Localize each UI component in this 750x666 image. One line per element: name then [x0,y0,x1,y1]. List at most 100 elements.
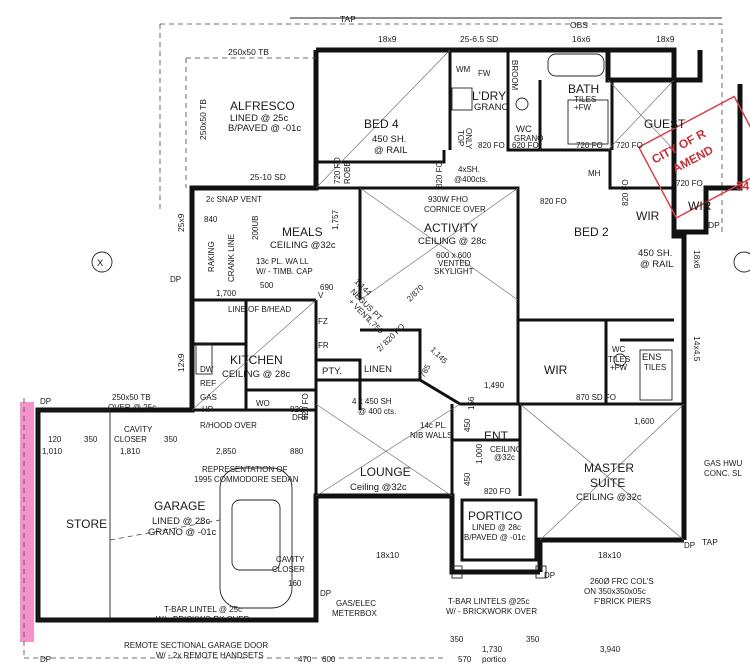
door-720fo-a: 720 FO [576,141,603,150]
d156: 156 [467,396,476,410]
alfresco-l2: B/PAVED @ -01c [228,123,301,134]
fw-ldry: FW [478,69,491,78]
sh4x450-a: 4 x 450 SH [352,397,392,406]
store-outline [37,409,111,621]
axis-marker-right [733,251,750,273]
gas-hwu-b: CONC. SL [704,469,742,478]
robe: ROBE [343,161,352,184]
cavity-a: CAVITY [124,425,153,434]
bed4-name: BED 4 [364,117,399,131]
bed4-l1: 450 SH. [372,134,406,145]
d450-a: 450 [463,418,472,432]
ub200: 200UB [251,216,260,240]
gas-k: GAS [200,393,217,402]
d1000: 1,000 [475,443,484,464]
v-mark: V [318,291,324,300]
bed2-name: BED 2 [574,225,609,239]
alfresco-l1: LINED @ 25c [230,113,288,124]
wir1-name: WIR [544,363,568,377]
lounge-name: LOUNGE [360,465,411,479]
d1010: 1,010 [42,447,63,456]
d570: 570 [458,655,472,664]
activity-l1: CEILING @ 28c [418,236,486,247]
ens-wc-bowl [613,353,627,367]
tap-top: TAP [340,14,356,24]
w18x9-b: 18x9 [656,34,675,44]
bath-shower [567,99,609,145]
door-720fo-c: 720 FO [676,179,703,188]
outer-walls [35,47,743,623]
fho-b: CORNICE OVER [424,205,486,214]
cavity2-a: CAVITY [276,555,305,564]
w18x10-b: 18x10 [598,550,621,560]
garage-l2: GRANO @ -01c [148,527,216,538]
wall13c-a: 13c PL. WA LL [256,257,309,266]
wir2-name: WIR [636,209,660,223]
master-name: MASTER [584,461,634,475]
d350-c: 350 [450,635,464,644]
roof-outline [23,23,723,659]
bath-name: BATH [568,82,599,96]
meals-name: MEALS [282,225,323,239]
repr-a: REPRESENTATION OF [202,465,288,474]
alfresco-name: ALFRESCO [230,99,295,113]
wo: WO [256,399,270,408]
d1490: 1,490 [484,381,505,390]
tap-right: TAP [702,537,718,547]
line-of-bhead: LINE OF B/HEAD [228,305,291,314]
bed2-l2: @ RAIL [640,259,673,270]
w12x9: 12x9 [176,353,186,372]
bed4-l2: @ RAIL [374,145,407,156]
garage-door-arc [109,519,221,541]
d350-d: 350 [526,635,540,644]
sh4x450-b: @ 400 cts. [358,407,396,416]
ens-wc: WC [612,345,626,354]
robe-720fo: 720 FO [333,157,342,184]
gasmeter-b: METERBOX [332,609,378,618]
wc-label: WC [516,124,532,135]
crank-line: CRANK LINE [227,234,236,282]
door-820fo-c: 820 FO [540,197,567,206]
fz: FZ [318,317,328,326]
d1700: 1,700 [216,289,237,298]
bath-tub [547,53,605,77]
broom: BROOM [510,60,519,91]
d3940: 3,940 [600,645,621,654]
gasmeter-a: GAS/ELEC [336,599,376,608]
d840: 840 [204,215,218,224]
door-720fo-b: 720 FO [616,141,643,150]
laundry-l1: GRANO [474,102,509,113]
tbar-p-b: W/ - BRICKWORK OVER [446,607,537,616]
bath-l2: +FW [574,103,592,112]
ens-fw: +FW [610,363,628,372]
gas-hwu-a: GAS HWU [704,459,742,468]
ceiling-diagonals [191,49,685,541]
mh: MH [588,169,601,178]
hp: HP [202,405,213,414]
raking: RAKING [207,241,216,272]
tb-over-a: 250x50 TB [112,393,151,402]
door-drf: DRF [292,413,309,422]
ref: REF [200,379,216,388]
entry-l1: CEILING [490,445,522,454]
dp-1: DP [708,220,720,230]
door-820-drf: 820 [290,405,304,414]
frc-c: F'BRICK PIERS [594,597,651,606]
linen-name: LINEN [364,364,392,375]
d1810: 1,810 [120,447,141,456]
lounge-l1: Ceiling @32c [350,482,407,493]
axis-marker-left [91,251,113,273]
portico-l2: B/PAVED @ -01c [464,533,526,542]
wc-bowl [515,97,529,111]
d2870: 2/870 [405,283,426,304]
d500: 500 [260,281,274,290]
dp-6: DP [544,571,555,580]
w18x10-a: 18x10 [376,550,399,560]
tb-over-b: OVER @ 25c [108,403,156,412]
alfresco-outline [185,57,316,188]
w16x6: 16x6 [572,34,591,44]
frc-a: 260Ø FRC COL'S [590,577,654,586]
wall13c-b: W/ - TIMB. CAP [256,267,313,276]
dp-5: DP [320,589,331,598]
